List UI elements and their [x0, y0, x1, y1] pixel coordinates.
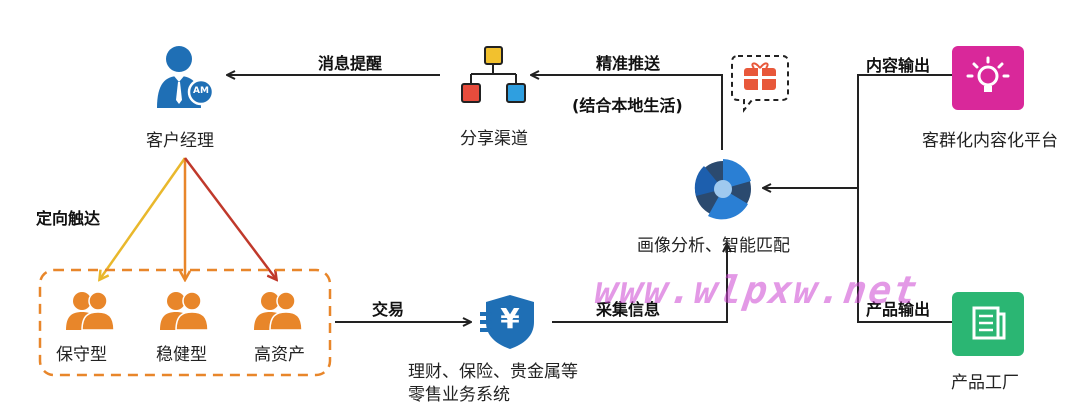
trade-label: 交易 — [372, 300, 405, 319]
edge-collect-info — [552, 245, 727, 323]
share-channel-icon — [458, 44, 528, 112]
retail-system-line1: 理财、保险、贵金属等 — [408, 362, 578, 382]
account-manager-label: 客户经理 — [146, 131, 214, 151]
account-manager-icon: AM — [155, 42, 215, 112]
customer-group-steady — [156, 290, 216, 332]
yuan-glyph: ¥ — [500, 302, 520, 335]
am-badge: AM — [193, 86, 209, 96]
lightbulb-icon — [952, 46, 1024, 110]
product-factory-label: 产品工厂 — [951, 373, 1019, 393]
precise-push-note: (结合本地生活) — [572, 96, 683, 115]
conservative-label: 保守型 — [56, 345, 107, 365]
customer-group-conservative — [62, 290, 122, 332]
gift-bubble-icon — [730, 52, 790, 114]
precise-push-label: 精准推送 — [596, 54, 661, 73]
steady-label: 稳健型 — [156, 345, 207, 365]
edge-content-output — [764, 74, 952, 188]
customer-group-high-asset — [250, 290, 310, 332]
content-platform-label: 客群化内容化平台 — [922, 131, 1058, 151]
product-factory-icon — [952, 292, 1024, 356]
retail-system-line2: 零售业务系统 — [408, 385, 510, 405]
share-channel-label: 分享渠道 — [460, 129, 528, 149]
edge-targeted-high-asset — [184, 157, 276, 279]
product-output-label: 产品输出 — [866, 300, 931, 319]
edge-precise-push — [532, 75, 723, 150]
targeted-reach-label: 定向触达 — [36, 209, 101, 228]
edge-targeted-conservative — [100, 157, 187, 279]
customer-group-box — [38, 268, 332, 377]
content-output-label: 内容输出 — [866, 56, 931, 75]
watermark-text: www.wlpxw.net — [591, 268, 922, 312]
message-reminder-label: 消息提醒 — [318, 54, 383, 73]
profile-match-label: 画像分析、智能匹配 — [637, 236, 790, 256]
edge-product-output — [857, 188, 952, 323]
profile-analysis-icon — [690, 156, 756, 222]
high-asset-label: 高资产 — [254, 345, 305, 365]
collect-info-label: 采集信息 — [596, 300, 661, 319]
shield-yuan-icon: ¥ — [480, 292, 546, 352]
